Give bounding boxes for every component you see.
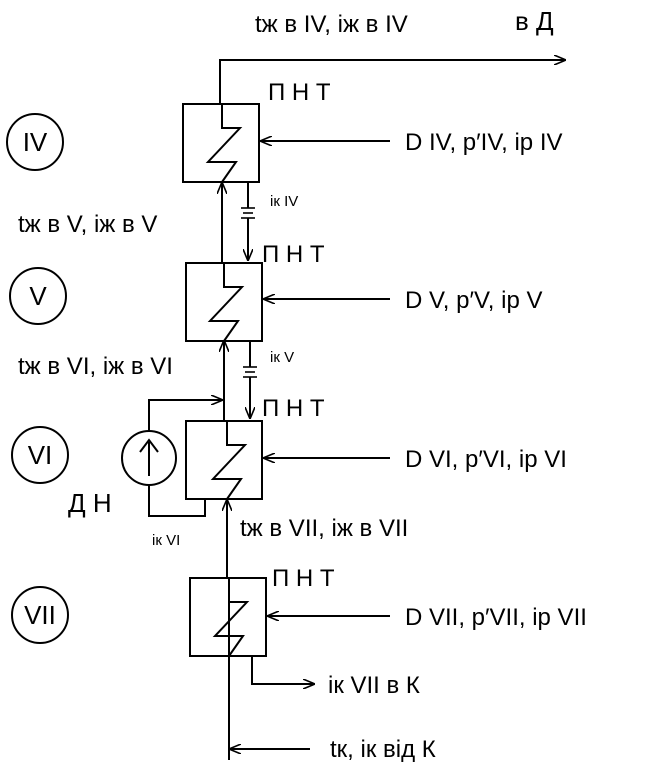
pump-loop-top [148,399,222,432]
steam-vii-label: D VII, p′VII, ip VII [405,604,587,631]
stage-vii-label: VII [24,600,56,630]
condensate-vi-label: iк VI [152,532,180,549]
condensate-v-label: iк V [270,349,294,366]
outlet-line [219,59,565,104]
steam-iv-label: D IV, p′IV, ip IV [405,129,563,156]
outlet-destination-label: в Д [515,6,554,36]
condensate-iv-label: iк IV [270,193,298,210]
coil-vi [210,421,248,500]
heater-v-label: П Н Т [262,241,325,268]
heater-vii-label: П Н Т [272,565,335,592]
outlet-temp-label: tж в IV, iж в IV [255,11,408,38]
coil-v [207,263,245,342]
drain-vii-line [251,656,312,685]
steam-vi-label: D VI, p′VI, ip VI [405,446,567,473]
stage-iv-circle [6,113,64,171]
coil-iv [205,104,243,183]
water-vi-label: tж в VI, iж в VI [18,353,173,380]
water-v-label: tж в V, iж в V [18,211,157,238]
heater-vi-label: П Н Т [262,395,325,422]
stage-vii-circle [11,586,69,644]
stage-v-label: V [29,281,47,311]
stage-iv-label: IV [23,127,48,157]
water-vii-label: tж в VII, iж в VII [240,515,408,542]
heater-iv-label: П Н Т [268,79,331,106]
pump-loop-bottom [148,484,206,517]
stage-v-circle [9,267,67,325]
coil-vii [212,578,250,657]
drain-pump-label: Д Н [68,488,112,518]
pump-symbol-head [139,438,159,453]
inlet-label: tк, iк від К [330,736,436,763]
stage-vi-circle [11,426,69,484]
condensate-vii-label: iк VII в К [328,672,420,699]
drain-pump-circle [121,430,177,486]
steam-v-label: D V, p′V, ip V [405,287,542,314]
stage-vi-label: VI [28,440,53,470]
heater-vi-box [185,420,263,500]
